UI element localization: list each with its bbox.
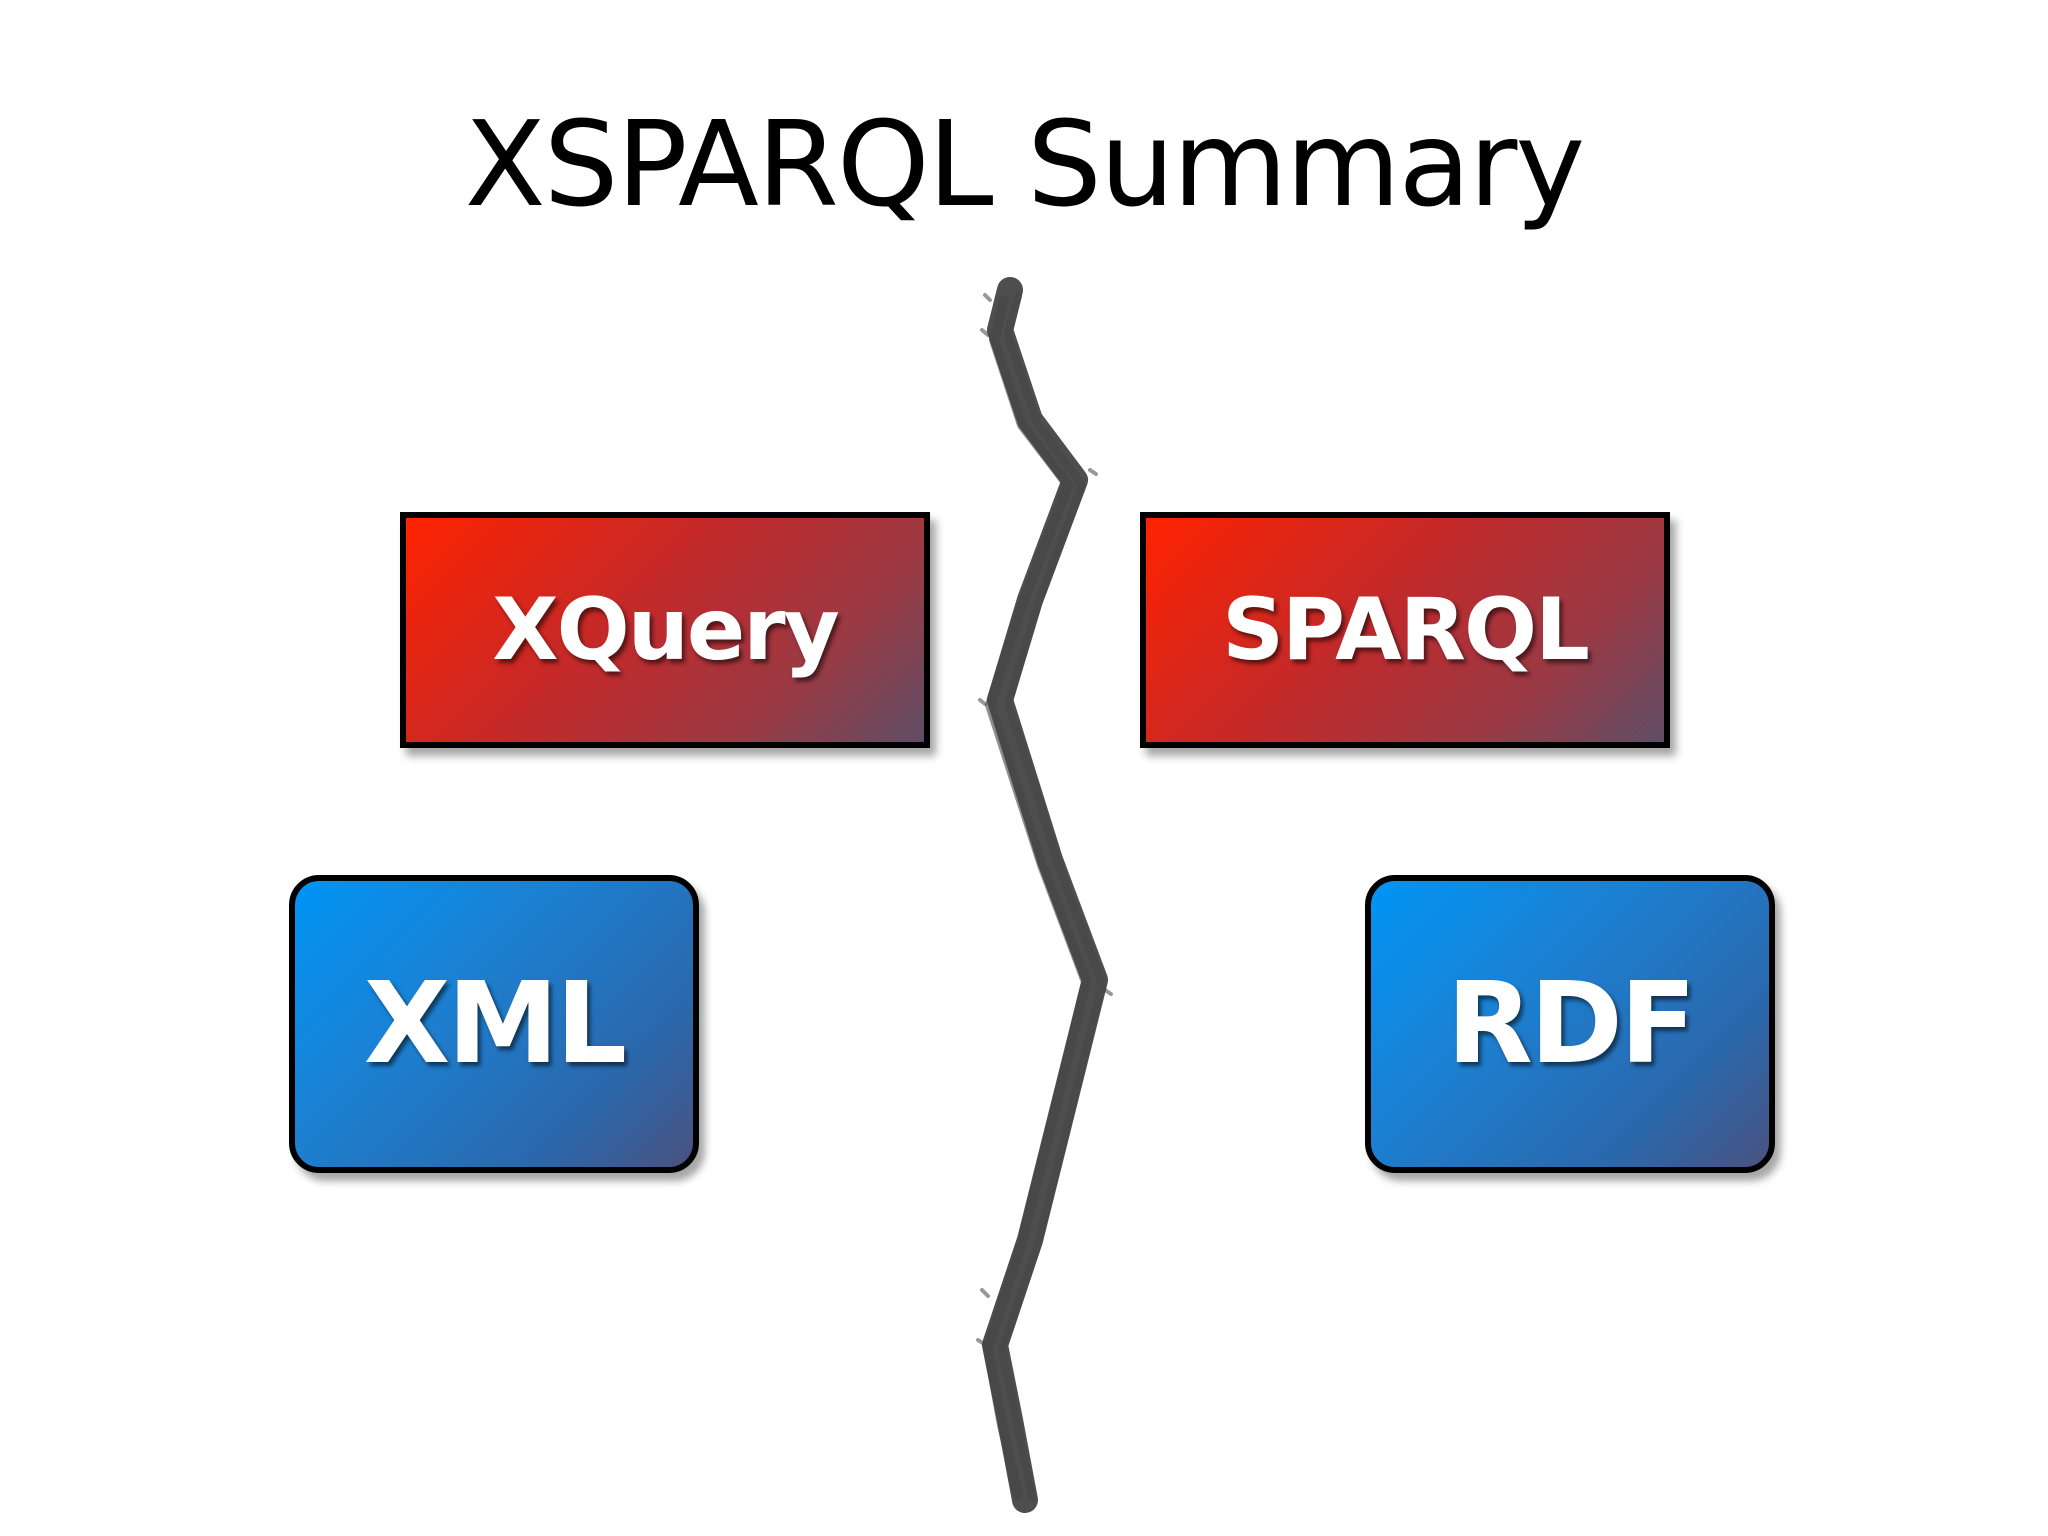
xml-box: XML — [289, 875, 699, 1173]
slide-title: XSPARQL Summary — [464, 95, 1585, 233]
xquery-box: XQuery — [400, 512, 930, 748]
xml-label: XML — [363, 959, 627, 1089]
sparql-box: SPARQL — [1140, 512, 1670, 748]
xquery-label: XQuery — [492, 580, 839, 680]
rdf-box: RDF — [1365, 875, 1775, 1173]
rdf-label: RDF — [1446, 959, 1697, 1089]
sparql-label: SPARQL — [1222, 580, 1590, 680]
